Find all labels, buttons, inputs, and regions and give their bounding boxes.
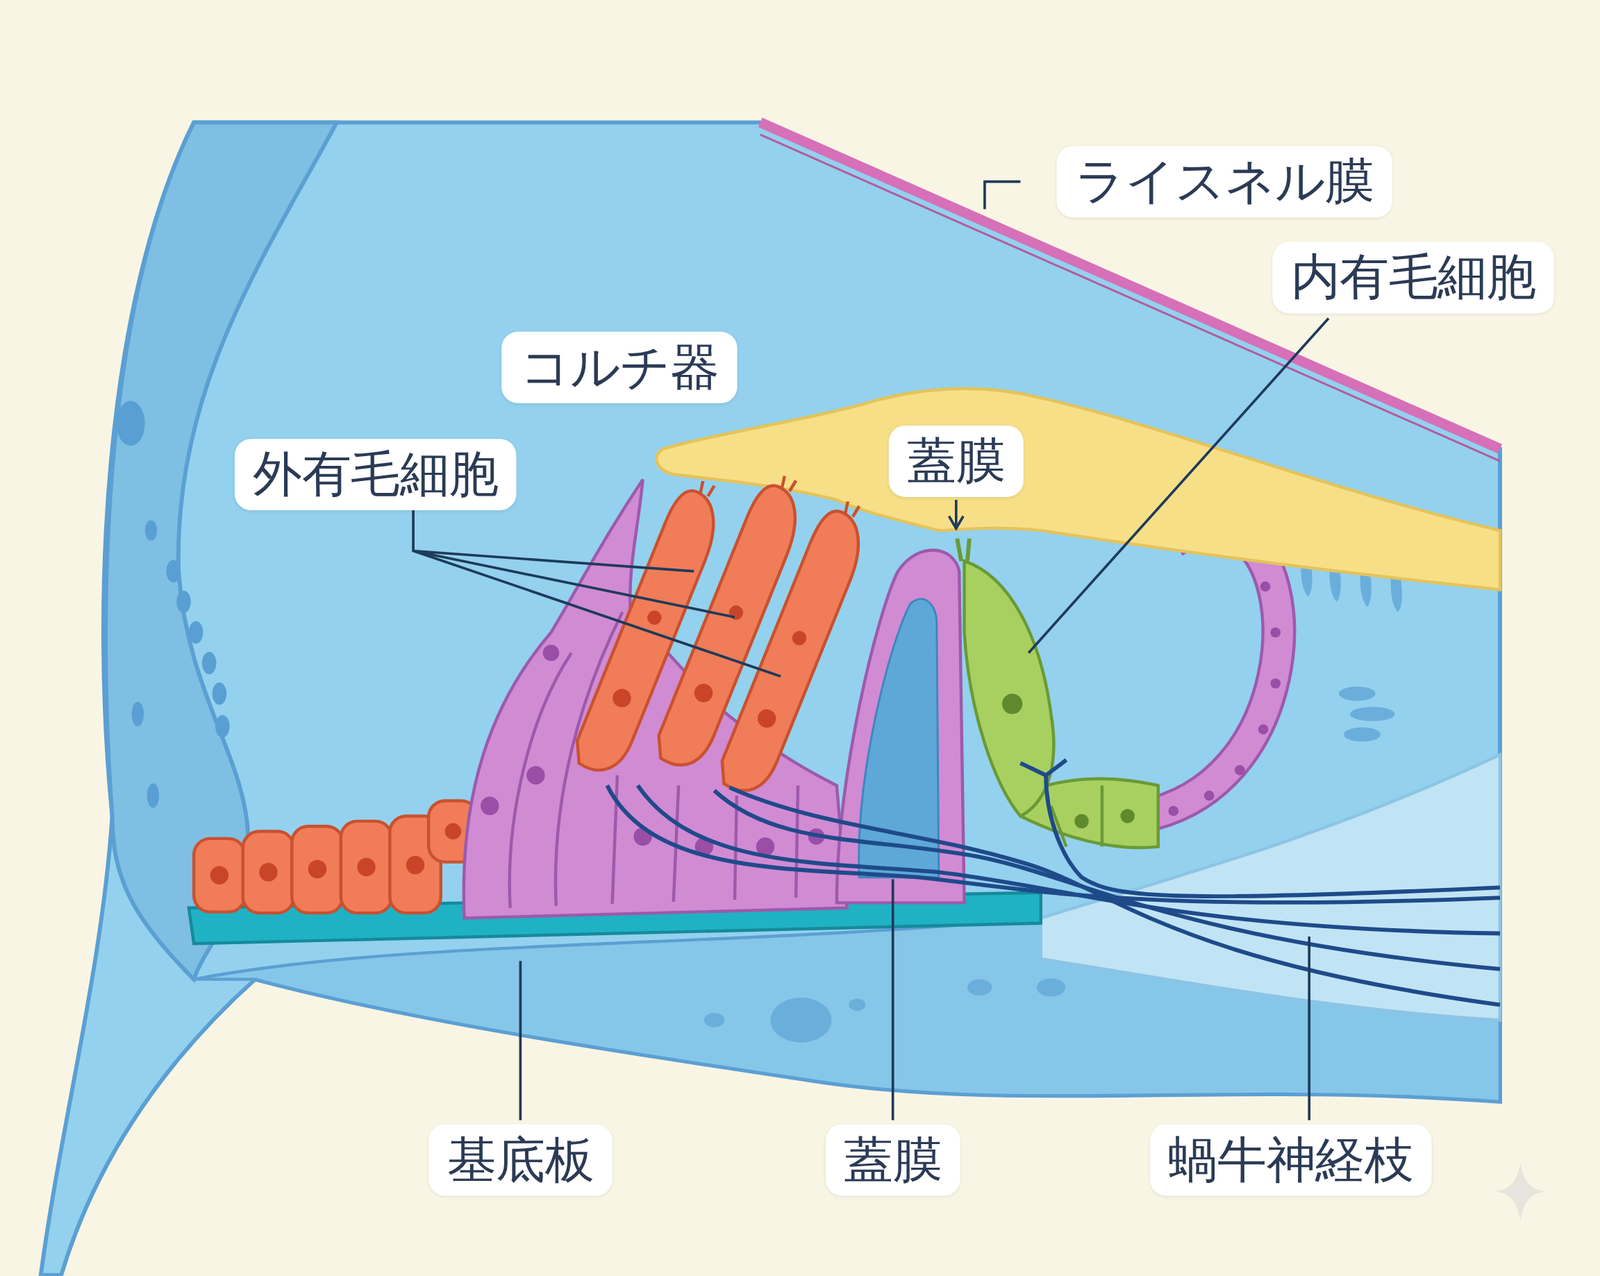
part-label: ライスネル膜: [1056, 145, 1393, 217]
part-label: 外有毛細胞: [234, 438, 517, 510]
part-label: 蓋膜: [888, 425, 1024, 497]
part-label: 基底板: [428, 1125, 612, 1196]
part-label: 蝸牛神経枝: [1150, 1125, 1432, 1196]
part-label: 蓋膜: [825, 1125, 961, 1196]
part-label: 内有毛細胞: [1272, 242, 1555, 314]
part-label: コルチ器: [501, 331, 737, 403]
